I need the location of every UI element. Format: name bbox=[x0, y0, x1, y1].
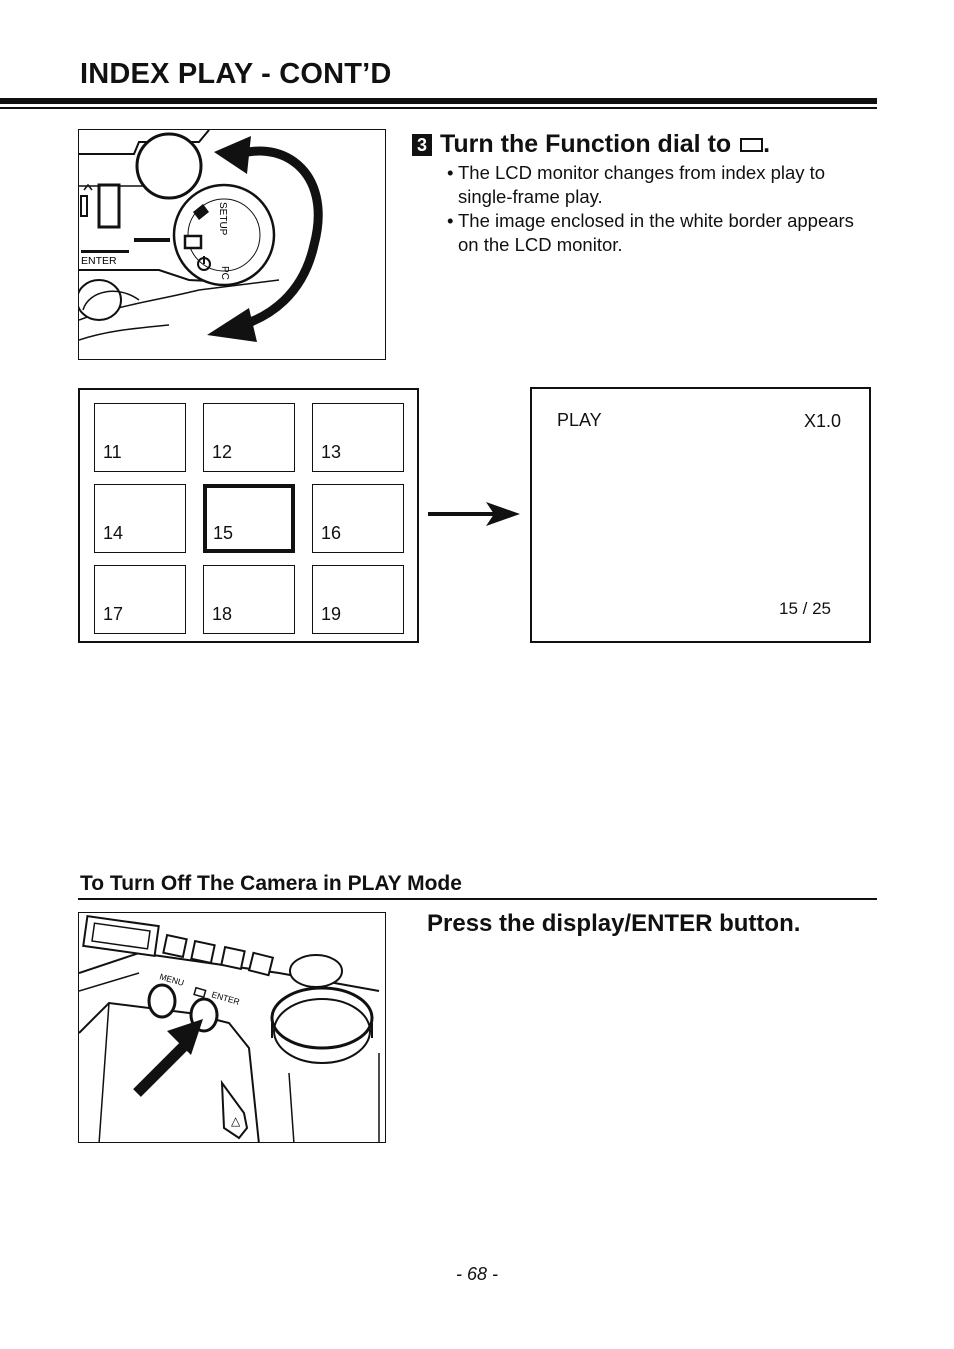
thumbnail-label: 14 bbox=[103, 523, 124, 543]
step-heading-period: . bbox=[763, 130, 771, 158]
press-arrow-icon bbox=[133, 1039, 191, 1097]
page-title: INDEX PLAY - CONT’D bbox=[80, 58, 392, 90]
index-play-screen: 11 12 13 14 15 16 17 18 19 bbox=[78, 388, 419, 643]
lcd-frame-counter: 15 / 25 bbox=[779, 599, 831, 618]
thumbnail: 17 bbox=[94, 565, 186, 634]
thumbnail-label: 11 bbox=[103, 442, 122, 462]
step-heading-text: Turn the Function dial to bbox=[440, 130, 732, 158]
enter-label: ENTER bbox=[81, 255, 117, 267]
step-bullet: The image enclosed in the white border a… bbox=[447, 209, 877, 257]
single-frame-icon bbox=[740, 137, 764, 152]
thumbnail: 14 bbox=[94, 484, 186, 553]
setup-label: SETUP bbox=[217, 202, 228, 236]
thumbnail: 18 bbox=[203, 565, 295, 634]
rotation-arrow-icon bbox=[223, 146, 323, 335]
lcd-mode-label: PLAY bbox=[557, 410, 602, 430]
page-number: - 68 - bbox=[455, 1264, 498, 1284]
section-heading: To Turn Off The Camera in PLAY Mode bbox=[80, 872, 462, 895]
thumbnail-label: 13 bbox=[321, 442, 342, 462]
thumbnail: 16 bbox=[312, 484, 404, 553]
single-frame-play-screen: PLAY X1.0 15 / 25 bbox=[530, 387, 871, 643]
thumbnail-label: 12 bbox=[212, 442, 233, 462]
menu-button-icon bbox=[147, 983, 177, 1019]
thumbnail: 11 bbox=[94, 403, 186, 472]
section-rule bbox=[78, 898, 877, 900]
thumbnail-label: 16 bbox=[321, 523, 342, 543]
step-bullet-list: The LCD monitor changes from index play … bbox=[447, 161, 877, 257]
header-rule-thin bbox=[0, 107, 877, 109]
arrow-right-icon bbox=[428, 502, 520, 526]
thumbnail: 19 bbox=[312, 565, 404, 634]
step-number-badge: 3 bbox=[412, 133, 432, 156]
function-dial-illustration: SETUP PC ENTER bbox=[78, 129, 386, 360]
pc-label: PC bbox=[219, 266, 230, 280]
step-bullet: The LCD monitor changes from index play … bbox=[447, 161, 877, 209]
thumbnail-label: 19 bbox=[321, 604, 342, 624]
lens-button-icon bbox=[135, 132, 203, 200]
svg-text:△: △ bbox=[231, 1114, 241, 1128]
camera-back-drawing: MENU ENTER △ bbox=[79, 915, 380, 1142]
mode-dial-icon bbox=[270, 986, 374, 1050]
thumbnail-selected: 15 bbox=[203, 484, 295, 553]
step-heading: 3 Turn the Function dial to . bbox=[412, 130, 770, 159]
instruction-text: Press the display/ENTER button. bbox=[427, 910, 801, 937]
enter-button-illustration: MENU ENTER △ bbox=[78, 912, 386, 1143]
header-rule-thick bbox=[0, 98, 877, 104]
thumbnail-label: 17 bbox=[103, 604, 124, 624]
single-frame-icon bbox=[183, 234, 203, 250]
thumbnail: 13 bbox=[312, 403, 404, 472]
thumbnail: 12 bbox=[203, 403, 295, 472]
camera-dial-drawing: SETUP PC ENTER bbox=[79, 130, 323, 342]
thumbnail-label: 15 bbox=[213, 523, 234, 543]
thumbnail-label: 18 bbox=[212, 604, 233, 624]
lcd-zoom-label: X1.0 bbox=[804, 411, 842, 431]
